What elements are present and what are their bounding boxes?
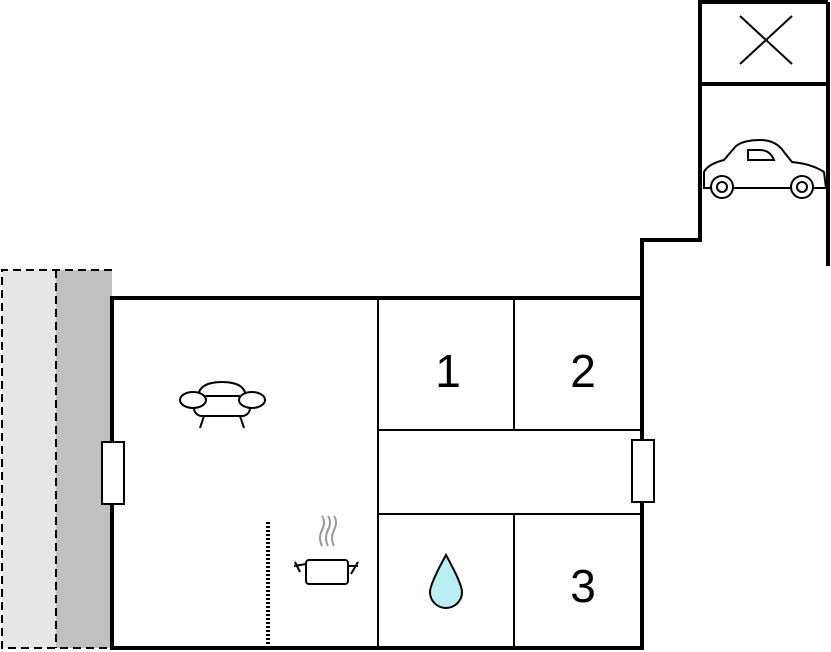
terrace-light [2,270,58,648]
kitchen-pot-icon [293,515,359,585]
room-label-2: 2 [570,345,596,397]
room-label-1: 1 [435,345,461,397]
window-right [631,439,655,503]
terrace [1,269,112,649]
x-mark-icon [739,15,793,65]
garage-connector-wall [640,0,828,298]
sofa-icon [179,380,266,429]
interior-walls [377,298,642,648]
car-icon [703,138,828,199]
water-drop-icon [428,552,464,609]
window-left [101,441,125,505]
room-label-3: 3 [570,560,596,612]
